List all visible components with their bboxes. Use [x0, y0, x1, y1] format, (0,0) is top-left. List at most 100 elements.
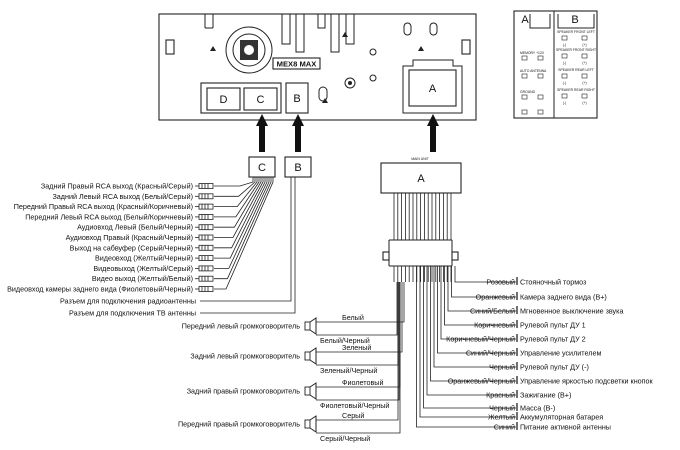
- speaker-label: Задний правый громкоговоритель: [187, 387, 301, 396]
- power-wire: Коричневый Рулевой пульт ДУ 1: [444, 266, 586, 330]
- connection-arrows: [256, 114, 439, 152]
- inset-left-label: GROUND: [520, 90, 536, 94]
- wire-color-label: Черный: [489, 404, 515, 413]
- svg-text:(+): (+): [582, 101, 586, 105]
- wire-color-label: Оранжевый/Черный: [448, 377, 515, 386]
- wire-function-label: Управление яркостью подсветки кнопок: [520, 377, 654, 386]
- main-harness: [393, 193, 452, 282]
- wire-color-label: Коричневый/Черный: [446, 335, 515, 344]
- rca-wire: [214, 177, 270, 269]
- wire-color-label: Красный: [486, 391, 515, 400]
- plug-b-label: B: [294, 162, 301, 174]
- antenna-wire-bundle: Разъем для подключения радиоантенныРазъе…: [60, 177, 296, 318]
- speaker-icon: [304, 351, 311, 361]
- rca-wire: [214, 177, 268, 259]
- speaker-wire-plus: [316, 282, 405, 323]
- rca-wire: [214, 177, 266, 249]
- rca-label: Видеовыход (Желтый/Серый): [93, 264, 193, 273]
- rca-wire: [214, 177, 272, 280]
- speaker: Передний правый громкоговорительСерыйСер…: [178, 282, 401, 443]
- wire-color-label: Синий/Белый: [470, 307, 515, 316]
- rca-plug: [195, 193, 214, 200]
- rca-label: Задний Левый RCA выход (Белый/Серый): [52, 192, 193, 201]
- speaker-wire-minus-label: Белый/Черный: [320, 336, 370, 345]
- speaker-wire-minus: [316, 282, 400, 401]
- wire-color-label: Черный: [489, 363, 515, 372]
- plug-a-label: A: [417, 173, 425, 185]
- antenna-label: Разъем для подключения ТВ антенны: [69, 309, 196, 318]
- socket-a-label: A: [429, 83, 437, 95]
- rca-label-list: Задний Правый RCA выход (Красный/Серый)З…: [7, 182, 193, 294]
- rca-wire: [214, 177, 262, 228]
- rca-plug: [195, 213, 214, 220]
- svg-text:(+): (+): [582, 61, 586, 65]
- svg-text:(+): (+): [582, 43, 586, 47]
- head-unit-model-label: MEX8 MAX: [277, 60, 317, 69]
- rca-label: Видеовход (Желтый/Черный): [95, 254, 193, 263]
- rca-wire: [214, 177, 260, 218]
- wire-function-label: Аккумуляторная батарея: [520, 413, 603, 422]
- speaker-wire-plus-label: Зеленый: [342, 343, 371, 352]
- rca-label: Задний Правый RCA выход (Красный/Серый): [41, 182, 193, 191]
- speaker-wire-minus-label: Серый/Черный: [320, 434, 370, 443]
- inset-right-label: SPEAKER REAR LEFT: [558, 68, 594, 72]
- rca-label: Аудиовход Правый (Красный/Черный): [66, 233, 193, 242]
- rca-plug: [195, 255, 214, 262]
- svg-text:(-): (-): [563, 81, 566, 85]
- rca-wire: [214, 177, 258, 207]
- rca-label: Передний Правый RCA выход (Красный/Корич…: [14, 202, 193, 211]
- speaker-wire-minus-label: Зеленый/Черный: [320, 366, 377, 375]
- antenna-wire: [200, 177, 296, 314]
- wire-function-label: Управление усилителем: [520, 349, 601, 358]
- wire-function-label: Рулевой пульт ДУ 1: [520, 321, 586, 330]
- rca-plug: [195, 286, 214, 292]
- rca-wire: [214, 177, 274, 290]
- speaker-wire-minus-label: Фиолетовый/Черный: [320, 401, 389, 410]
- rca-wire: [214, 177, 264, 238]
- inset-left-label: AUTO ANTENNA: [520, 69, 547, 73]
- rca-plug: [195, 265, 214, 272]
- inset-left-label: MEMORY +12V: [520, 51, 545, 55]
- wire-function-label: Камера заднего вида (В+): [520, 293, 607, 302]
- speaker-icon: [304, 386, 311, 396]
- antenna-label: Разъем для подключения радиоантенны: [60, 297, 196, 306]
- inset-header-a: A: [521, 14, 529, 26]
- rca-label: Видеовход камеры заднего вида (Фиолетовы…: [7, 285, 193, 294]
- speaker-wire-plus: [316, 282, 399, 421]
- wire-color-label: Розовый: [486, 278, 515, 287]
- antenna-wire: [200, 177, 292, 302]
- socket-b-label: B: [293, 93, 300, 105]
- wire-function-label: Масса (В-): [520, 404, 555, 413]
- svg-text:(-): (-): [563, 61, 566, 65]
- speaker: Передний левый громкоговоритель БелыйБелы…: [182, 282, 405, 345]
- speaker-label: Передний левый громкоговоритель: [182, 322, 301, 331]
- plug-b: B: [284, 156, 312, 178]
- speaker-wire-plus-label: Белый: [342, 313, 364, 322]
- rca-label: Выход на сабвуфер (Серый/Черный): [70, 243, 193, 252]
- wire-color-label: Коричневый: [474, 321, 515, 330]
- socket-c-label: C: [257, 94, 265, 106]
- plug-c-label: C: [258, 162, 266, 174]
- speaker-wire-plus-label: Фиолетовый: [342, 378, 383, 387]
- speaker-wire-plus-label: Серый: [342, 411, 364, 420]
- wire-function-label: Мгновенное выключение звука: [520, 307, 623, 316]
- rca-plug: [195, 275, 214, 282]
- wire-function-label: Рулевой пульт ДУ 2: [520, 335, 586, 344]
- rca-wire: [214, 177, 254, 187]
- inset-left-column: MEMORY +12V AUTO ANTENNA GROUND: [520, 51, 547, 115]
- rca-label: Аудиовход Левый (Белый/Черный): [77, 223, 193, 232]
- rca-plug: [195, 244, 214, 251]
- power-wire: Оранжевый/Черный Управление яркостью подс…: [430, 266, 654, 386]
- power-wire: Синий/Белый Мгновенное выключение звука: [447, 266, 623, 316]
